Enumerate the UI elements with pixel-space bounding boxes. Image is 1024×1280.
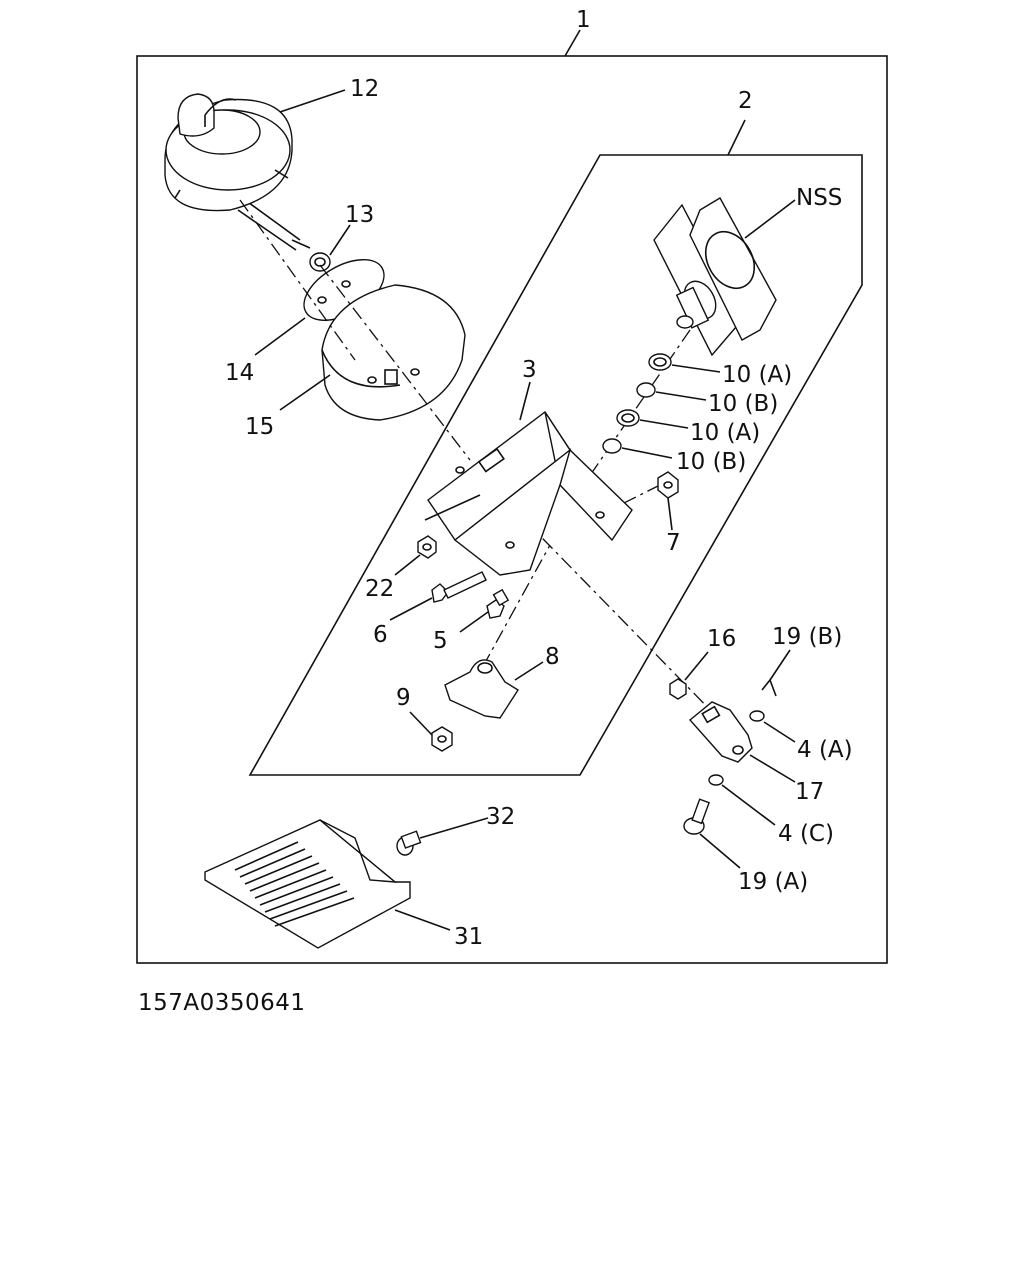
label-part-15: 15 (245, 414, 274, 440)
label-part-12: 12 (350, 76, 379, 102)
nut-part-13 (309, 252, 331, 272)
plate-part-8 (444, 659, 519, 719)
label-part-10b-1: 10 (B) (708, 391, 778, 417)
washers-part-10 (602, 353, 672, 454)
label-part-9: 9 (396, 685, 411, 711)
centerline-10-3 (579, 329, 691, 491)
label-part-10b-2: 10 (B) (676, 449, 746, 475)
bolt-part-6 (431, 571, 487, 603)
label-part-22: 22 (365, 576, 394, 602)
bracket-part-3 (424, 410, 633, 576)
label-part-14: 14 (225, 360, 254, 386)
sub-assembly-frame (248, 154, 863, 776)
label-part-nss: NSS (796, 185, 842, 211)
label-part-1: 1 (576, 7, 591, 33)
centerline-12-15 (239, 199, 356, 361)
bracket-part-15 (321, 284, 466, 421)
nut-part-7 (657, 471, 679, 499)
pin-part-19a (683, 798, 710, 835)
bolt-part-32 (396, 830, 422, 856)
label-part-10a-1: 10 (A) (722, 362, 792, 388)
label-part-13: 13 (345, 202, 374, 228)
label-part-32: 32 (486, 804, 515, 830)
label-part-19b: 19 (B) (772, 624, 842, 650)
actuator-part-12 (164, 93, 311, 251)
clevis-part-17 (688, 701, 753, 763)
nut-part-22 (417, 535, 437, 559)
label-part-5: 5 (433, 628, 448, 654)
nss-flange (653, 197, 777, 357)
document-id: 157A0350641 (138, 990, 306, 1016)
bolt-part-5 (486, 588, 510, 619)
leader-lines (254, 29, 796, 931)
label-part-4c: 4 (C) (778, 821, 834, 847)
assembly-frame (136, 55, 888, 964)
label-part-4a: 4 (A) (797, 737, 853, 763)
label-part-6: 6 (373, 622, 388, 648)
nut-part-9 (431, 726, 453, 752)
label-part-8: 8 (545, 644, 560, 670)
label-part-31: 31 (454, 924, 483, 950)
label-part-19a: 19 (A) (738, 869, 808, 895)
washer-part-4c (708, 774, 724, 786)
label-part-3: 3 (522, 357, 537, 383)
nut-part-16 (669, 678, 687, 700)
label-part-7: 7 (666, 530, 681, 556)
label-part-17: 17 (795, 779, 824, 805)
washer-part-4a (749, 710, 765, 722)
label-part-10a-2: 10 (A) (690, 420, 760, 446)
label-part-2: 2 (738, 88, 753, 114)
label-part-16: 16 (707, 626, 736, 652)
clip-part-19b (761, 678, 777, 697)
cover-part-31 (204, 819, 411, 949)
